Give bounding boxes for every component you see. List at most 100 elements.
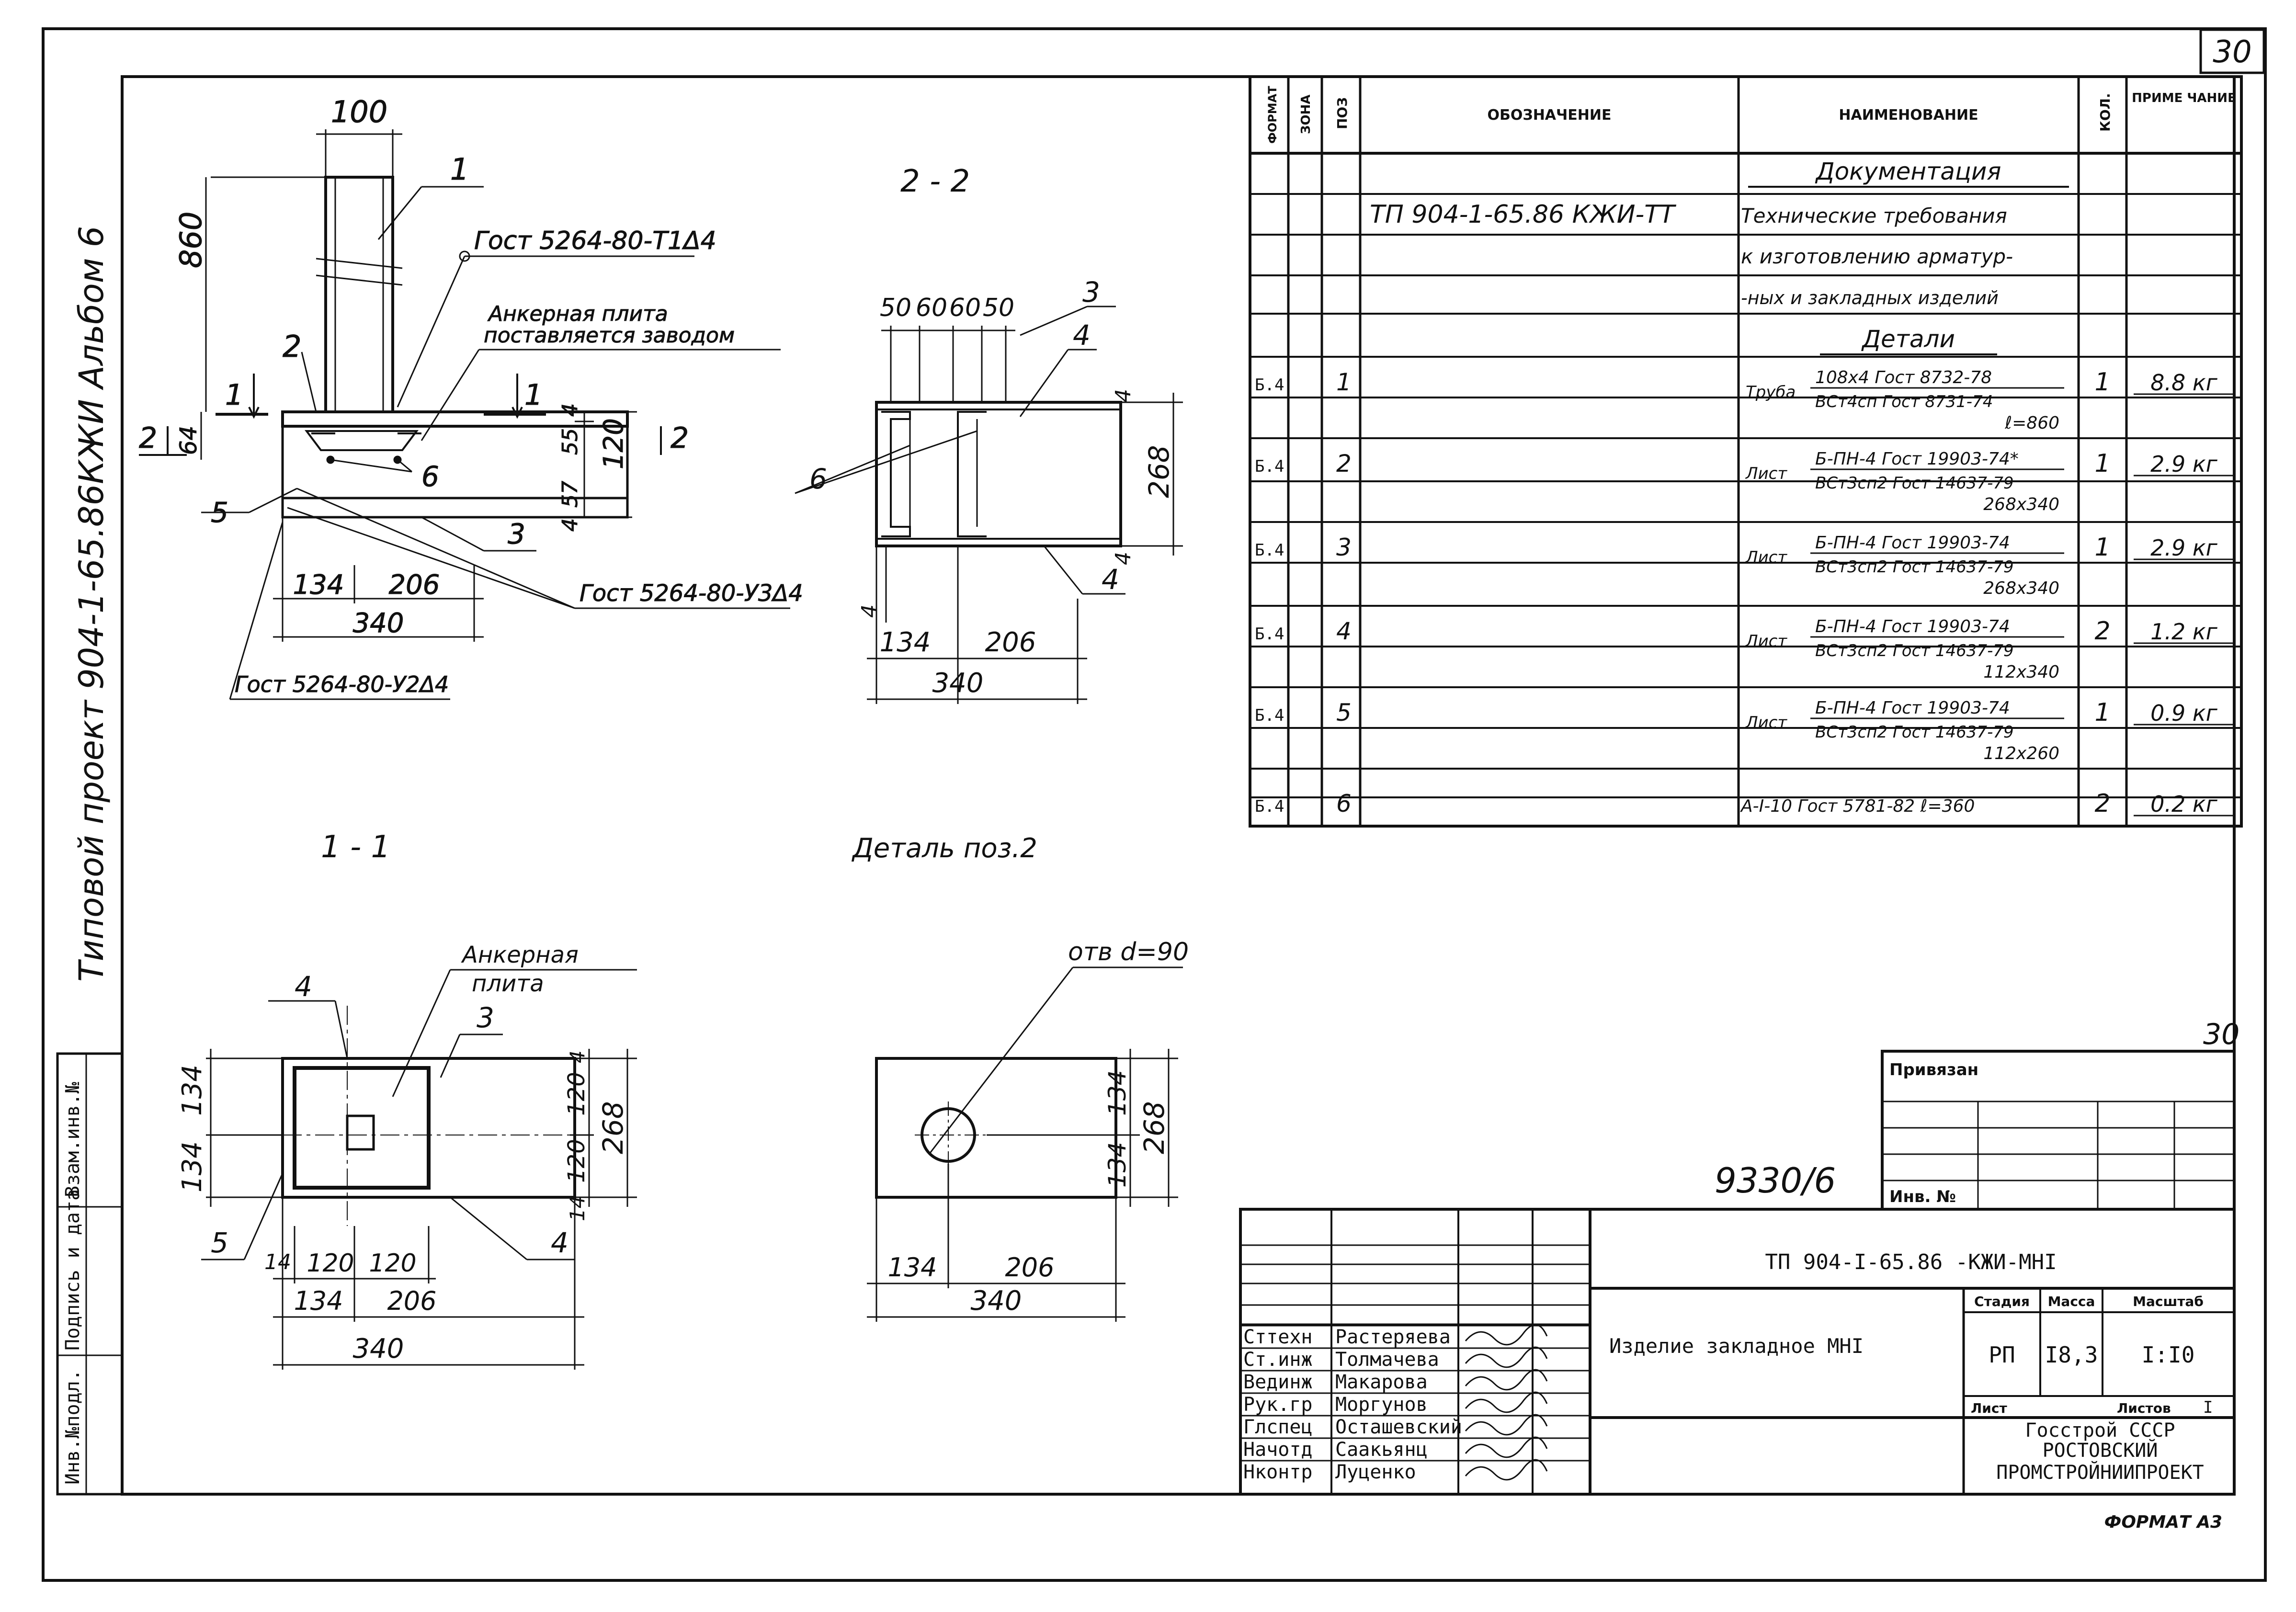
spec-row-qty: 2 — [2094, 789, 2110, 818]
details-section: Детали — [1861, 325, 1955, 353]
s11-dim-120b: 120 — [563, 1139, 590, 1183]
format-label: ФОРМАТ А3 — [2104, 1512, 2222, 1532]
dim-340: 340 — [353, 608, 404, 639]
staff-name: Макарова — [1335, 1371, 1428, 1393]
spec-row-pos: 2 — [1336, 450, 1352, 477]
s22-dim-4-top: 4 — [1111, 389, 1136, 402]
view-section-1-1: 1 - 1 4 Анкерная плита 3 134 134 4 120 1… — [177, 829, 637, 1370]
spec-row-note: 2.9 кг — [2150, 451, 2218, 477]
s22-pos6: 6 — [809, 463, 827, 495]
pos6-label: 6 — [421, 460, 439, 493]
spec-row-line1: 108х4 Гост 8732-78 — [1815, 368, 1992, 387]
staff-role: Ст.инж — [1243, 1349, 1313, 1371]
s22-dim-268: 268 — [1143, 445, 1175, 498]
section-2-2-body — [875, 401, 1122, 547]
staff-role: Вединж — [1243, 1371, 1313, 1393]
sheet-label: Лист — [1971, 1400, 2007, 1416]
project-label: Типовой проект 904-1-65.86КЖИ Альбом 6 — [72, 226, 111, 982]
spec-row-line3: 268х340 — [1983, 495, 2059, 514]
dim-50b: 50 — [983, 294, 1014, 322]
spec-row-qty: 1 — [2094, 698, 2110, 727]
stage-value: РП — [1989, 1342, 2015, 1368]
detail-dim-134a: 134 — [1103, 1070, 1131, 1116]
spec-table: ФОРМАТ ЗОНА ПОЗ ОБОЗНАЧЕНИЕ НАИМЕНОВАНИЕ… — [1249, 75, 2243, 828]
hdr-zone: ЗОНА — [1299, 95, 1313, 134]
stage-label: Стадия — [1974, 1294, 2030, 1309]
sheets-label: Листов — [2117, 1400, 2171, 1416]
detail-dim-134b: 134 — [1103, 1142, 1131, 1188]
signature-mark — [1465, 1414, 1548, 1436]
signature-mark — [1465, 1391, 1548, 1413]
staff-name: Саакьянц — [1335, 1439, 1428, 1461]
dim-60a: 60 — [916, 294, 947, 322]
dim-134: 134 — [293, 569, 344, 601]
s11-b206: 206 — [387, 1286, 436, 1316]
spec-row-line2: ВСт3сп2 Гост 14637-79 — [1815, 474, 2014, 493]
doc-name-2: к изготовлению арматур- — [1741, 245, 2013, 268]
spec-row-pos: 3 — [1336, 534, 1352, 561]
signature-mark — [1465, 1369, 1548, 1391]
s11-b14: 14 — [264, 1250, 291, 1274]
signature-mark — [1465, 1324, 1548, 1346]
s11-b340: 340 — [353, 1333, 404, 1364]
spec-row-line3: 112х340 — [1983, 662, 2059, 682]
dim-4b: 4 — [558, 518, 582, 532]
dim-top-width: 100 — [331, 94, 387, 129]
spec-row-line3: ℓ=860 — [2004, 413, 2059, 433]
sheets-value: I — [2203, 1398, 2213, 1417]
spec-row-line1: А-I-10 Гост 5781-82 ℓ=360 — [1740, 796, 1975, 816]
signature-mark — [1465, 1436, 1548, 1458]
spec-row-note: 2.9 кг — [2150, 535, 2218, 561]
s22-dim-4-left: 4 — [857, 604, 882, 618]
s11-dim-120a: 120 — [563, 1072, 590, 1116]
org-line-1: Госстрой СССР — [2025, 1419, 2175, 1442]
hdr-name: НАИМЕНОВАНИЕ — [1839, 107, 1978, 124]
spec-row-note: 8.8 кг — [2150, 370, 2218, 396]
dim-4a: 4 — [558, 403, 582, 417]
detail-title: Деталь поз.2 — [851, 833, 1037, 864]
spec-row-line2: ВСт3сп2 Гост 14637-79 — [1815, 557, 2014, 577]
org-line-2: РОСТОВСКИЙ — [2043, 1439, 2158, 1462]
spec-row-kind: Труба — [1746, 383, 1796, 402]
s11-pos3: 3 — [477, 1001, 494, 1034]
s22-dim-340: 340 — [932, 668, 984, 699]
spec-row-qty: 2 — [2094, 617, 2110, 646]
spec-row-line3: 268х340 — [1983, 579, 2059, 598]
page-number-box — [2199, 28, 2265, 74]
s11-dim-134a: 134 — [177, 1065, 208, 1116]
inv-label: Инв. № — [1889, 1187, 1956, 1206]
staff-name: Моргунов — [1335, 1394, 1428, 1416]
outer-frame — [42, 27, 2267, 1582]
spec-row-kind: Лист — [1745, 713, 1787, 732]
signature-mark — [1465, 1346, 1548, 1368]
stamp-signature: Подпись и дата — [62, 1189, 84, 1351]
s11-dim-268: 268 — [597, 1101, 629, 1154]
dim-206: 206 — [389, 569, 440, 601]
cut-1-right: 1 — [524, 378, 543, 412]
s22-pos4a: 4 — [1073, 319, 1091, 352]
s11-pos5: 5 — [211, 1226, 228, 1259]
pos1-label: 1 — [450, 152, 469, 187]
spec-row-pos: 4 — [1336, 617, 1352, 645]
spec-row-pos: 6 — [1336, 790, 1352, 817]
archive-number: 9330/6 — [1715, 1160, 1836, 1201]
cut-1-left: 1 — [225, 378, 243, 412]
cut-2-right: 2 — [671, 421, 689, 455]
staff-role: Начотд — [1243, 1439, 1313, 1461]
staff-role: Глспец — [1243, 1416, 1313, 1438]
s11-plate-2: плита — [472, 970, 544, 997]
staff-name: Луценко — [1335, 1461, 1416, 1483]
s11-pos4-bot: 4 — [551, 1226, 568, 1259]
spec-row-note: 0.9 кг — [2150, 700, 2218, 726]
spec-row-kind: Лист — [1745, 632, 1787, 651]
s22-dim-206: 206 — [985, 627, 1036, 658]
pos3-label: 3 — [508, 518, 525, 550]
stamp-inv: Инв.№подл. — [62, 1369, 84, 1485]
s11-dim-134b: 134 — [177, 1141, 208, 1192]
dim-50a: 50 — [880, 294, 911, 322]
spec-row-line2: ВСт3сп2 Гост 14637-79 — [1815, 723, 2014, 742]
